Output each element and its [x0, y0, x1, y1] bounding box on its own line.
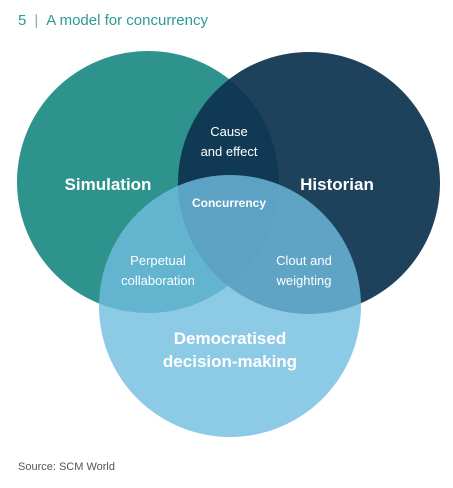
source-note: Source: SCM World — [18, 461, 115, 473]
perpetual-collaboration-line2: collaboration — [121, 273, 195, 288]
perpetual-collaboration-line1: Perpetual — [130, 253, 186, 268]
concurrency-label: Concurrency — [192, 196, 266, 210]
cause-and-effect-line1: Cause — [210, 124, 248, 139]
clout-and-weighting-line1: Clout and — [276, 253, 332, 268]
figure-title: A model for concurrency — [46, 12, 208, 29]
cause-and-effect-line2: and effect — [201, 144, 258, 159]
historian-label: Historian — [300, 175, 374, 194]
figure-number: 5 — [18, 12, 27, 29]
header-separator: | — [34, 12, 39, 29]
simulation-label: Simulation — [65, 175, 152, 194]
democratised-label-line1: Democratised — [174, 329, 286, 348]
democratised-label-line2: decision-making — [163, 352, 297, 371]
figure-header: 5 | A model for concurrency — [18, 12, 208, 29]
clout-and-weighting-line2: weighting — [276, 273, 332, 288]
democratised-circle — [99, 175, 361, 437]
